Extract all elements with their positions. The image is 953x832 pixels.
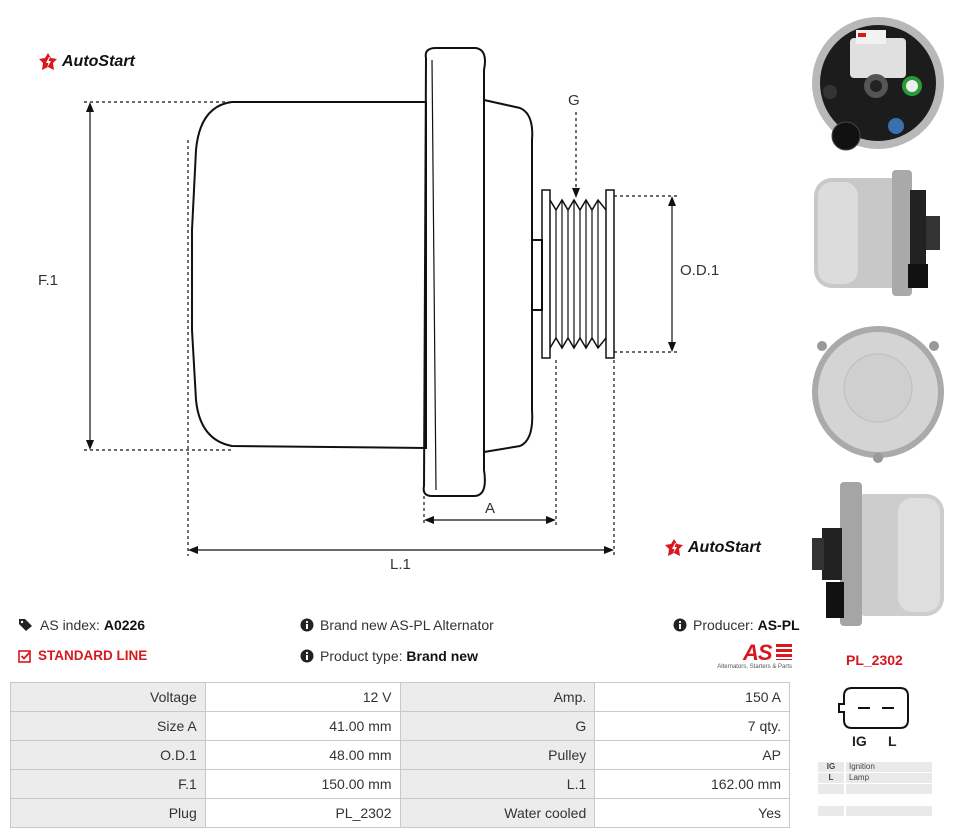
thumbnail-rear-view[interactable] [808,8,948,158]
spec-value: PL_2302 [204,798,401,828]
alternator-dimension-drawing [84,47,678,556]
product-line-text: STANDARD LINE [38,648,148,663]
dim-label-l1: L.1 [390,556,411,573]
plug-legend-row [818,784,932,794]
housing-outline [191,101,427,450]
as-index: AS index: A0226 [18,617,145,633]
plug-code: PL_2302 [846,652,903,668]
flange-outline [422,47,486,497]
product-type-value: Brand new [406,648,478,664]
pulley-outline [541,189,551,359]
spec-key: F.1 [10,769,206,799]
thumbnail-pulley-side-view[interactable] [808,478,948,630]
autostart-logo-text: AutoStart [688,539,761,556]
spec-key: Amp. [399,682,596,712]
autostart-logo-bottom: AutoStart [664,538,761,558]
table-row: O.D.1 48.00 mm Pulley AP [10,740,790,770]
producer: Producer: AS-PL [673,617,800,633]
info-icon [300,618,314,632]
front-cover-outline [483,99,534,453]
spec-value: 150 A [594,682,790,712]
product-description: Brand new AS-PL Alternator [300,617,494,633]
thumbnail-back-cover-view[interactable] [808,318,948,466]
spec-value: 48.00 mm [204,740,401,770]
as-index-value: A0226 [103,617,146,633]
producer-value: AS-PL [757,617,800,633]
spec-value: Yes [594,798,790,828]
table-row: F.1 150.00 mm L.1 162.00 mm [10,769,790,799]
product-type: Product type: Brand new [300,648,478,664]
producer-label: Producer: [693,617,754,633]
product-description-text: Brand new AS-PL Alternator [320,617,494,633]
spec-key: Size A [10,711,206,741]
plug-pin-ig: IG [852,733,867,749]
table-row: Voltage 12 V Amp. 150 A [10,682,790,712]
spec-key: Water cooled [399,798,596,828]
as-index-label: AS index: [40,617,100,633]
spec-table: Voltage 12 V Amp. 150 A Size A 41.00 mm … [10,682,790,828]
producer-tagline: Alternators, Starters & Parts [717,664,792,670]
spec-key: G [399,711,596,741]
spec-value: 150.00 mm [204,769,401,799]
dim-label-g: G [568,92,580,109]
spec-value: 7 qty. [594,711,790,741]
table-row: Size A 41.00 mm G 7 qty. [10,711,790,741]
producer-logo: AS Alternators, Starters & Parts [706,640,792,670]
spec-key: O.D.1 [10,740,206,770]
spec-key: Plug [10,798,206,828]
producer-logo-text: AS [742,640,773,665]
info-icon [300,649,314,663]
autostart-logo-icon [39,53,57,70]
dim-label-a: A [485,500,496,517]
table-row: Plug PL_2302 Water cooled Yes [10,798,790,828]
autostart-logo-text: AutoStart [62,53,135,70]
spec-value: 12 V [204,682,401,712]
info-icon [673,618,687,632]
tag-icon [19,619,32,631]
spec-key: L.1 [399,769,596,799]
spec-key: Pulley [399,740,596,770]
product-line: STANDARD LINE [18,648,147,663]
autostart-logo-icon [665,539,683,556]
spec-value: 162.00 mm [594,769,790,799]
spec-value: 41.00 mm [204,711,401,741]
spec-key: Voltage [10,682,206,712]
product-type-label: Product type: [320,648,403,664]
autostart-logo-top: AutoStart [38,52,135,72]
dim-label-f1: F.1 [38,272,59,289]
producer-logo-stripes [776,644,792,660]
plug-connector-diagram [838,687,909,729]
checkbox-icon [18,649,32,663]
dim-label-od1: O.D.1 [680,262,720,279]
thumbnail-side-view[interactable] [808,164,948,300]
plug-legend-row [818,806,932,816]
plug-pin-l: L [888,733,897,749]
spec-value: AP [594,740,790,770]
